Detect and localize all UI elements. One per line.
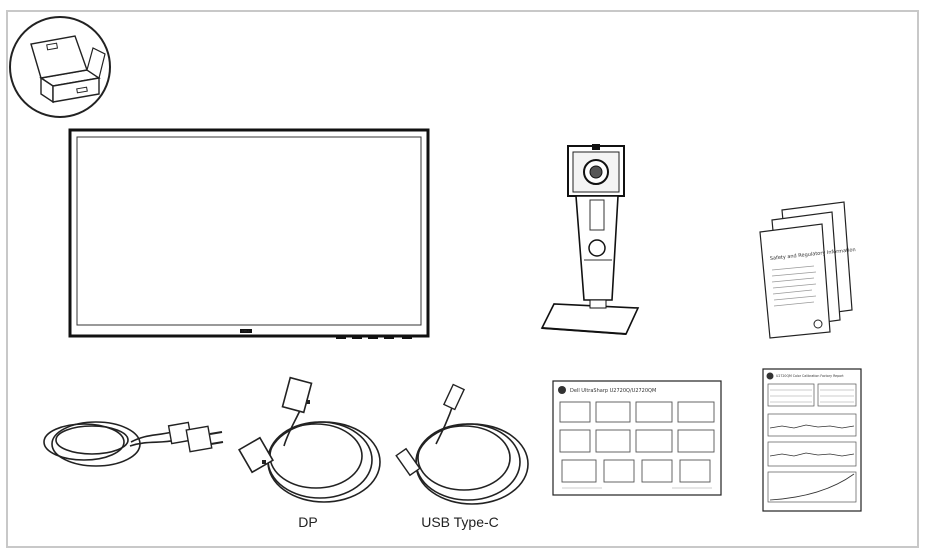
monitor-illustration: DELL bbox=[68, 128, 432, 342]
dp-cable-illustration bbox=[236, 376, 386, 506]
usb-c-cable-illustration bbox=[392, 380, 532, 510]
report-heading: U2720QM Color Calibration Factory Report bbox=[776, 374, 844, 378]
factory-calibration-report-illustration: U2720QM Color Calibration Factory Report bbox=[762, 368, 862, 512]
quick-setup-guide-illustration: Dell UltraSharp U2720Q/U2720QM bbox=[552, 380, 722, 496]
usb-c-cable-label: USB Type-C bbox=[421, 514, 499, 530]
package-box-icon bbox=[7, 14, 113, 120]
dp-cable-label: DP bbox=[298, 514, 318, 530]
stand-illustration bbox=[540, 140, 642, 340]
power-cable-illustration bbox=[36, 410, 226, 480]
guide-heading: Dell UltraSharp U2720Q/U2720QM bbox=[570, 388, 656, 394]
monitor-logo: DELL bbox=[242, 329, 250, 333]
safety-leaflets-illustration: Safety and Regulatory Information bbox=[752, 200, 858, 340]
